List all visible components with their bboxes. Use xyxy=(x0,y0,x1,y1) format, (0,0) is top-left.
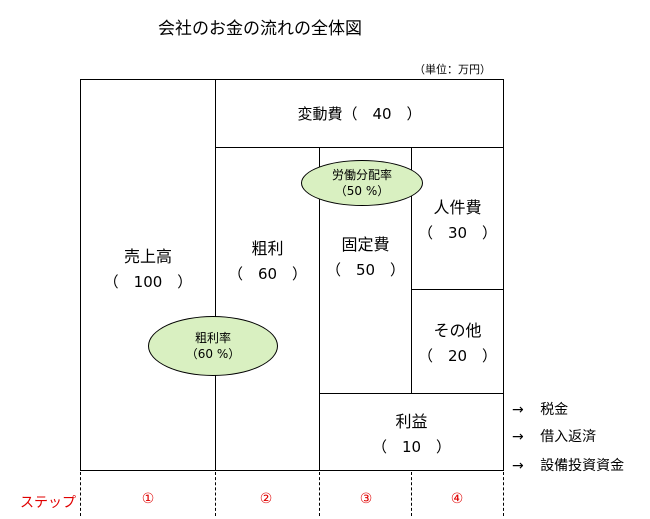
profit-label: 利益 xyxy=(395,411,428,431)
gross-profit-box: 粗利 （ 60 ） xyxy=(215,147,320,471)
fixed-cost-value: （ 50 ） xyxy=(325,261,406,279)
profit-use-label: 借入返済 xyxy=(540,429,597,445)
sales-value: （ 100 ） xyxy=(103,272,193,291)
diagram-title: 会社のお金の流れの全体図 xyxy=(158,19,362,39)
profit-use-tax: → 税金 xyxy=(512,399,568,419)
arrow-right-icon: → xyxy=(512,458,524,474)
step-2: ② xyxy=(259,491,273,507)
gross-profit-label: 粗利 xyxy=(251,238,284,258)
gross-profit-value: （ 60 ） xyxy=(227,264,308,283)
step-divider xyxy=(80,472,81,516)
other-cost-value: （ 20 ） xyxy=(417,347,498,365)
labor-share-ellipse: 労働分配率 （50 %） xyxy=(301,160,423,206)
steps-label: ステップ xyxy=(20,495,76,511)
personnel-cost-label: 人件費 xyxy=(433,198,482,217)
profit-box: 利益 （ 10 ） xyxy=(319,393,504,471)
arrow-right-icon: → xyxy=(512,402,524,418)
variable-cost-label: 変動費（ 40 ） xyxy=(297,105,422,123)
step-divider xyxy=(411,472,412,516)
profit-use-capex: → 設備投資資金 xyxy=(512,455,624,475)
sales-label: 売上高 xyxy=(123,246,172,266)
unit-note: （単位：万円） xyxy=(414,63,491,76)
gross-margin-label: 粗利率 xyxy=(194,331,231,345)
step-divider xyxy=(319,472,320,516)
profit-use-loan-repayment: → 借入返済 xyxy=(512,426,596,446)
personnel-cost-value: （ 30 ） xyxy=(417,224,498,242)
other-cost-box: その他 （ 20 ） xyxy=(411,289,504,394)
fixed-cost-label: 固定費 xyxy=(341,235,390,254)
other-cost-label: その他 xyxy=(433,321,482,340)
profit-use-label: 税金 xyxy=(540,402,569,418)
labor-share-value: （50 %） xyxy=(334,184,390,198)
gross-margin-ellipse: 粗利率 （60 %） xyxy=(148,316,278,376)
personnel-cost-box: 人件費 （ 30 ） xyxy=(411,147,504,290)
step-divider xyxy=(215,472,216,516)
profit-use-label: 設備投資資金 xyxy=(540,458,625,474)
labor-share-label: 労働分配率 xyxy=(331,168,392,182)
step-divider xyxy=(503,472,504,516)
step-1: ① xyxy=(141,491,155,507)
gross-margin-value: （60 %） xyxy=(185,347,241,361)
arrow-right-icon: → xyxy=(512,429,524,445)
variable-cost-box: 変動費（ 40 ） xyxy=(215,79,504,148)
profit-value: （ 10 ） xyxy=(371,437,452,456)
sales-box: 売上高 （ 100 ） xyxy=(80,79,216,471)
step-3: ③ xyxy=(359,491,373,507)
step-4: ④ xyxy=(450,491,464,507)
